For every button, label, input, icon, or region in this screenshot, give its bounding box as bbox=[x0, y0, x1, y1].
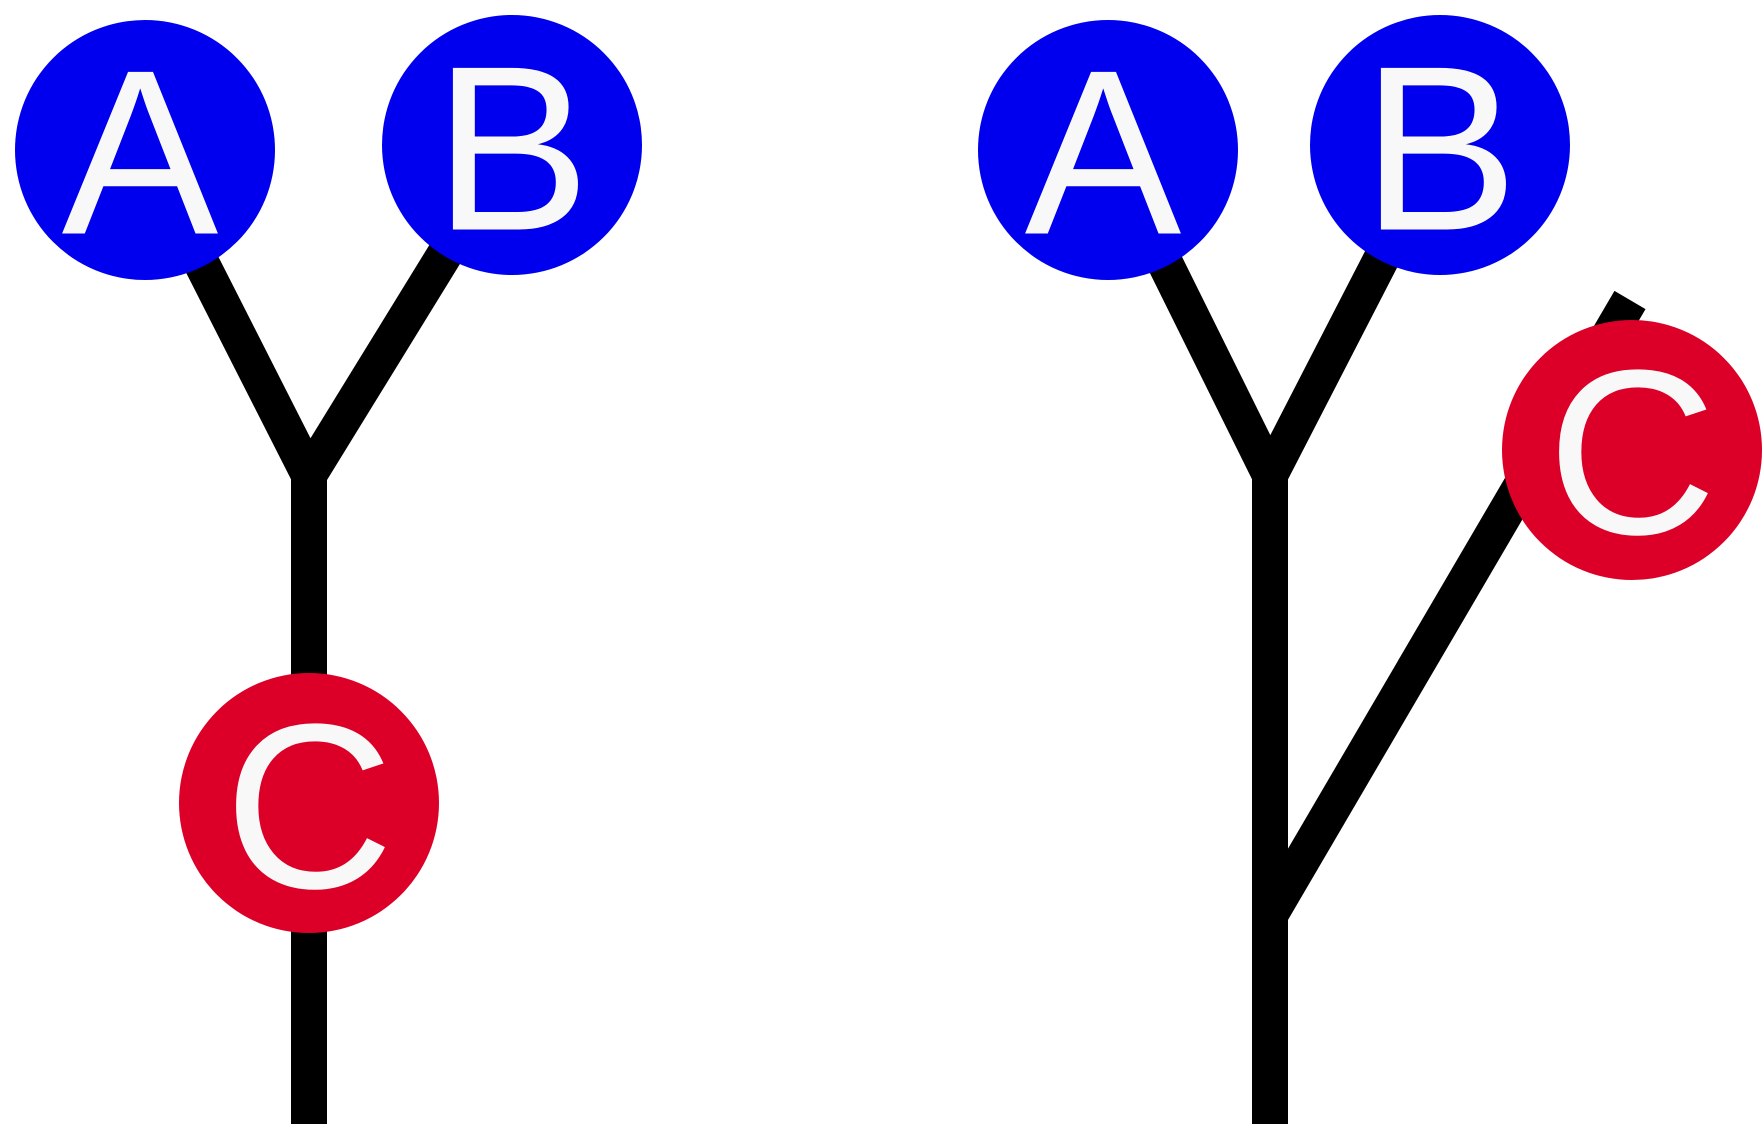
node-label: B bbox=[1362, 17, 1519, 280]
right-node-c: C bbox=[1502, 320, 1762, 584]
left-node-a: A bbox=[15, 20, 275, 284]
node-circle bbox=[978, 20, 1238, 280]
left-node-c: C bbox=[179, 673, 439, 938]
left-tree: A B C bbox=[15, 15, 642, 1124]
node-circle bbox=[382, 15, 642, 275]
right-tree: A B C bbox=[978, 15, 1762, 1124]
node-circle bbox=[15, 20, 275, 280]
right-node-a: A bbox=[978, 20, 1238, 284]
node-circle bbox=[1502, 320, 1762, 580]
right-node-b: B bbox=[1310, 15, 1570, 280]
node-label: A bbox=[1025, 21, 1182, 284]
node-circle bbox=[1310, 15, 1570, 275]
node-label: C bbox=[224, 675, 394, 938]
node-label: B bbox=[434, 17, 591, 280]
node-label: A bbox=[62, 21, 219, 284]
node-label: C bbox=[1547, 321, 1717, 584]
node-circle bbox=[179, 673, 439, 933]
left-node-b: B bbox=[382, 15, 642, 280]
